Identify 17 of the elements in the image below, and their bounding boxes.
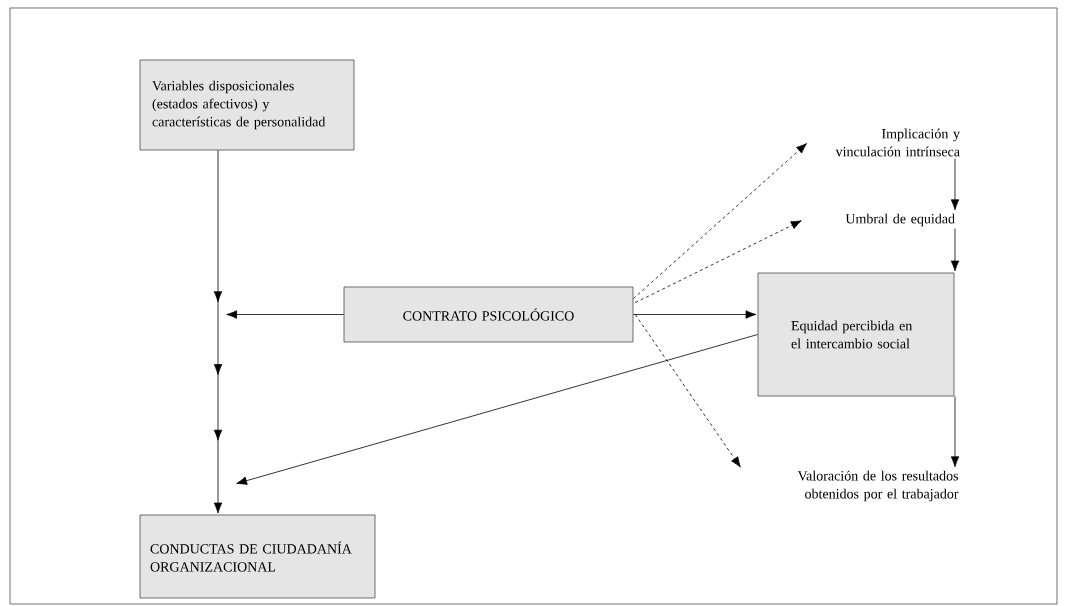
arrow <box>634 220 802 304</box>
arrow <box>226 310 345 319</box>
process-box: CONTRATO PSICOLÓGICO <box>343 286 634 343</box>
arrow <box>632 310 757 319</box>
arrow <box>213 149 223 514</box>
text-label: Umbral de equidad <box>845 213 955 227</box>
process-box: Variables disposicionales (estados afectivos) y características de personalidad <box>139 59 355 151</box>
text-label: Implicación y vinculación intrínseca <box>835 128 960 157</box>
arrow <box>950 228 960 272</box>
process-box: CONDUCTAS DE CIUDADANÍA ORGANIZACIONAL <box>139 514 376 599</box>
text-label: Valoración de los resultados obtenidos por el trabajador <box>797 470 959 502</box>
arrow <box>950 158 960 211</box>
arrow <box>634 314 741 468</box>
arrow <box>236 334 759 485</box>
arrow <box>632 143 807 300</box>
arrow <box>950 395 960 468</box>
process-box: Equidad percibida en el intercambio social <box>757 272 955 397</box>
